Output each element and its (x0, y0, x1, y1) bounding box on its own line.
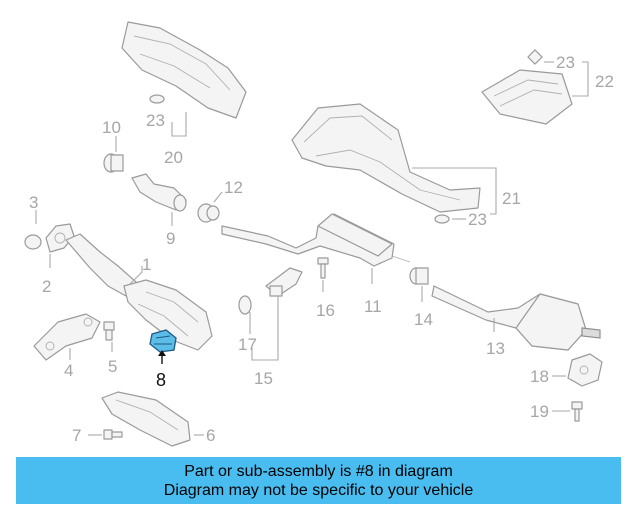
gasket-part-3 (24, 234, 42, 250)
bolt-part-7 (103, 429, 123, 440)
fastener-23-upper (149, 94, 165, 104)
fastener-23-rear (527, 49, 543, 65)
heat-shield-upper (121, 21, 247, 119)
gasket-part-17 (238, 295, 252, 315)
callout-12: 12 (224, 178, 243, 197)
callout-13: 13 (486, 339, 505, 358)
heat-shield-tunnel (291, 103, 481, 213)
callout-23: 23 (468, 210, 487, 229)
banner-line-disclaimer: Diagram may not be specific to your vehi… (163, 481, 474, 499)
info-banner: Part or sub-assembly is #8 in diagram Di… (16, 457, 621, 504)
stud-part-16 (317, 257, 329, 279)
callout-4: 4 (64, 361, 73, 380)
intermediate-pipe-part-11 (221, 213, 411, 267)
callout-21: 21 (502, 189, 521, 208)
bolt-part-5 (103, 321, 115, 341)
callout-19: 19 (530, 402, 549, 421)
callout-17: 17 (238, 335, 257, 354)
callout-11: 11 (364, 297, 382, 316)
callout-1: 1 (142, 255, 151, 274)
front-pipe-part-1 (65, 233, 213, 351)
exhaust-system-diagram: 23 20 23 22 23 21 10 9 12 (24, 21, 614, 447)
callout-5: 5 (108, 357, 117, 376)
callout-18: 18 (530, 367, 549, 386)
callout-22: 22 (595, 72, 614, 91)
heat-shield-lower-part-6 (101, 391, 191, 447)
callout-20: 20 (164, 148, 183, 167)
callout-15: 15 (254, 369, 273, 388)
callout-7: 7 (72, 426, 81, 445)
bracket-part-15 (265, 267, 303, 297)
callout-3: 3 (29, 193, 38, 212)
fastener-23-tunnel (434, 214, 450, 224)
clamp-part-10 (103, 153, 124, 173)
callout-2: 2 (42, 277, 51, 296)
rear-muffler-part-13 (431, 285, 601, 351)
callout-23: 23 (556, 53, 575, 72)
callout-6: 6 (206, 426, 215, 445)
hanger-part-8 (149, 329, 177, 353)
clamp-part-14 (409, 267, 429, 285)
callout-16: 16 (316, 301, 335, 320)
gasket-part-12 (197, 203, 220, 223)
callout-14: 14 (414, 310, 433, 329)
banner-line-part-number: Part or sub-assembly is #8 in diagram (184, 462, 453, 480)
catalytic-converter-part-9 (131, 173, 187, 212)
callout-23: 23 (146, 111, 165, 130)
hanger-bracket-part-18 (567, 353, 603, 387)
callout-8: 8 (156, 370, 166, 390)
bracket-part-4 (33, 313, 101, 361)
callout-9: 9 (166, 229, 175, 248)
bolt-part-19 (571, 401, 583, 422)
heat-shield-rear (481, 69, 573, 125)
callout-10: 10 (102, 118, 121, 137)
